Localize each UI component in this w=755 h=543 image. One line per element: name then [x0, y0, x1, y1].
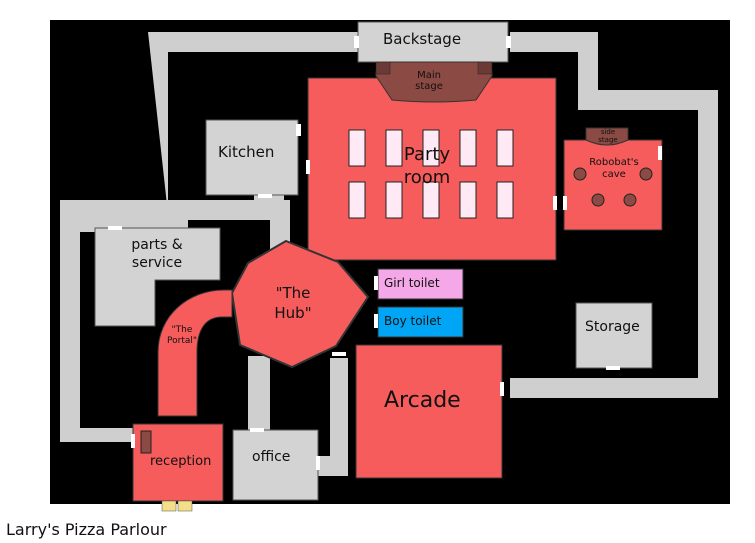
robobat-cave-seats	[573, 167, 653, 207]
main-stage-label: Main stage	[415, 70, 443, 92]
boy-toilet-label: Boy toilet	[384, 314, 442, 328]
girl-toilet-room[interactable]	[377, 268, 464, 300]
reception-label: reception	[150, 454, 212, 469]
map-title: Larry's Pizza Parlour	[6, 520, 167, 539]
robobats-cave-room[interactable]	[563, 139, 663, 231]
door[interactable]	[374, 276, 378, 290]
door[interactable]	[500, 382, 504, 396]
doors	[108, 36, 662, 470]
seat	[591, 193, 605, 207]
hallway-arcade-link	[330, 358, 348, 476]
door[interactable]	[306, 160, 310, 174]
door[interactable]	[658, 146, 662, 160]
party-table	[422, 181, 440, 219]
door[interactable]	[374, 314, 378, 328]
side-stage-label: side stage	[598, 128, 618, 144]
girl-toilet-label: Girl toilet	[384, 276, 440, 290]
reception-desk	[140, 430, 152, 454]
door[interactable]	[506, 36, 511, 48]
side-stage	[585, 127, 629, 146]
seat	[623, 193, 637, 207]
party-table	[496, 181, 514, 219]
hallway-office-link	[248, 356, 270, 434]
hallways	[60, 32, 718, 476]
door[interactable]	[332, 352, 346, 356]
party-table	[385, 129, 403, 167]
door[interactable]	[296, 124, 301, 136]
party-room-label: Party room	[403, 144, 451, 188]
boy-toilet-room[interactable]	[377, 306, 464, 338]
party-table	[459, 181, 477, 219]
party-table	[385, 181, 403, 219]
party-room[interactable]	[307, 77, 557, 261]
parts-service-label: parts & service	[131, 237, 183, 271]
main-stage-curtain-left	[375, 61, 391, 75]
office-room[interactable]	[232, 429, 319, 501]
seat	[573, 167, 587, 181]
kitchen-label: Kitchen	[218, 143, 275, 161]
storage-room[interactable]	[575, 302, 653, 369]
entrance-door-right[interactable]	[177, 500, 193, 512]
hallway-top-right	[510, 32, 718, 398]
office-label: office	[252, 449, 291, 465]
storage-label: Storage	[585, 319, 640, 335]
main-stage-curtain-right	[477, 61, 493, 75]
the-hub-room[interactable]	[230, 239, 370, 369]
the-hub-label: "The Hub"	[274, 284, 312, 322]
door[interactable]	[316, 456, 320, 470]
party-table	[422, 129, 440, 167]
hallway-kitchen-link	[254, 194, 284, 212]
door[interactable]	[563, 196, 567, 210]
robobats-cave-label: Robobat's cave	[589, 157, 639, 180]
arcade-label: Arcade	[384, 388, 461, 413]
kitchen-room[interactable]	[205, 119, 299, 196]
seat	[639, 167, 653, 181]
the-portal-label: "The Portal"	[167, 325, 197, 347]
arcade-room[interactable]	[355, 344, 503, 479]
backstage-label: Backstage	[383, 30, 462, 48]
door[interactable]	[606, 366, 620, 370]
party-table	[348, 181, 366, 219]
parts-service-room[interactable]	[94, 227, 221, 327]
door[interactable]	[250, 428, 264, 432]
door[interactable]	[131, 434, 135, 448]
door[interactable]	[108, 226, 122, 230]
entrance-door-left[interactable]	[161, 500, 177, 512]
party-table	[496, 129, 514, 167]
door[interactable]	[354, 36, 359, 48]
door[interactable]	[553, 196, 557, 210]
party-table	[348, 129, 366, 167]
door[interactable]	[258, 194, 272, 198]
party-table	[459, 129, 477, 167]
the-portal-tube[interactable]	[157, 289, 233, 417]
party-tables	[348, 129, 514, 219]
hallway-office-arcade	[318, 456, 348, 476]
